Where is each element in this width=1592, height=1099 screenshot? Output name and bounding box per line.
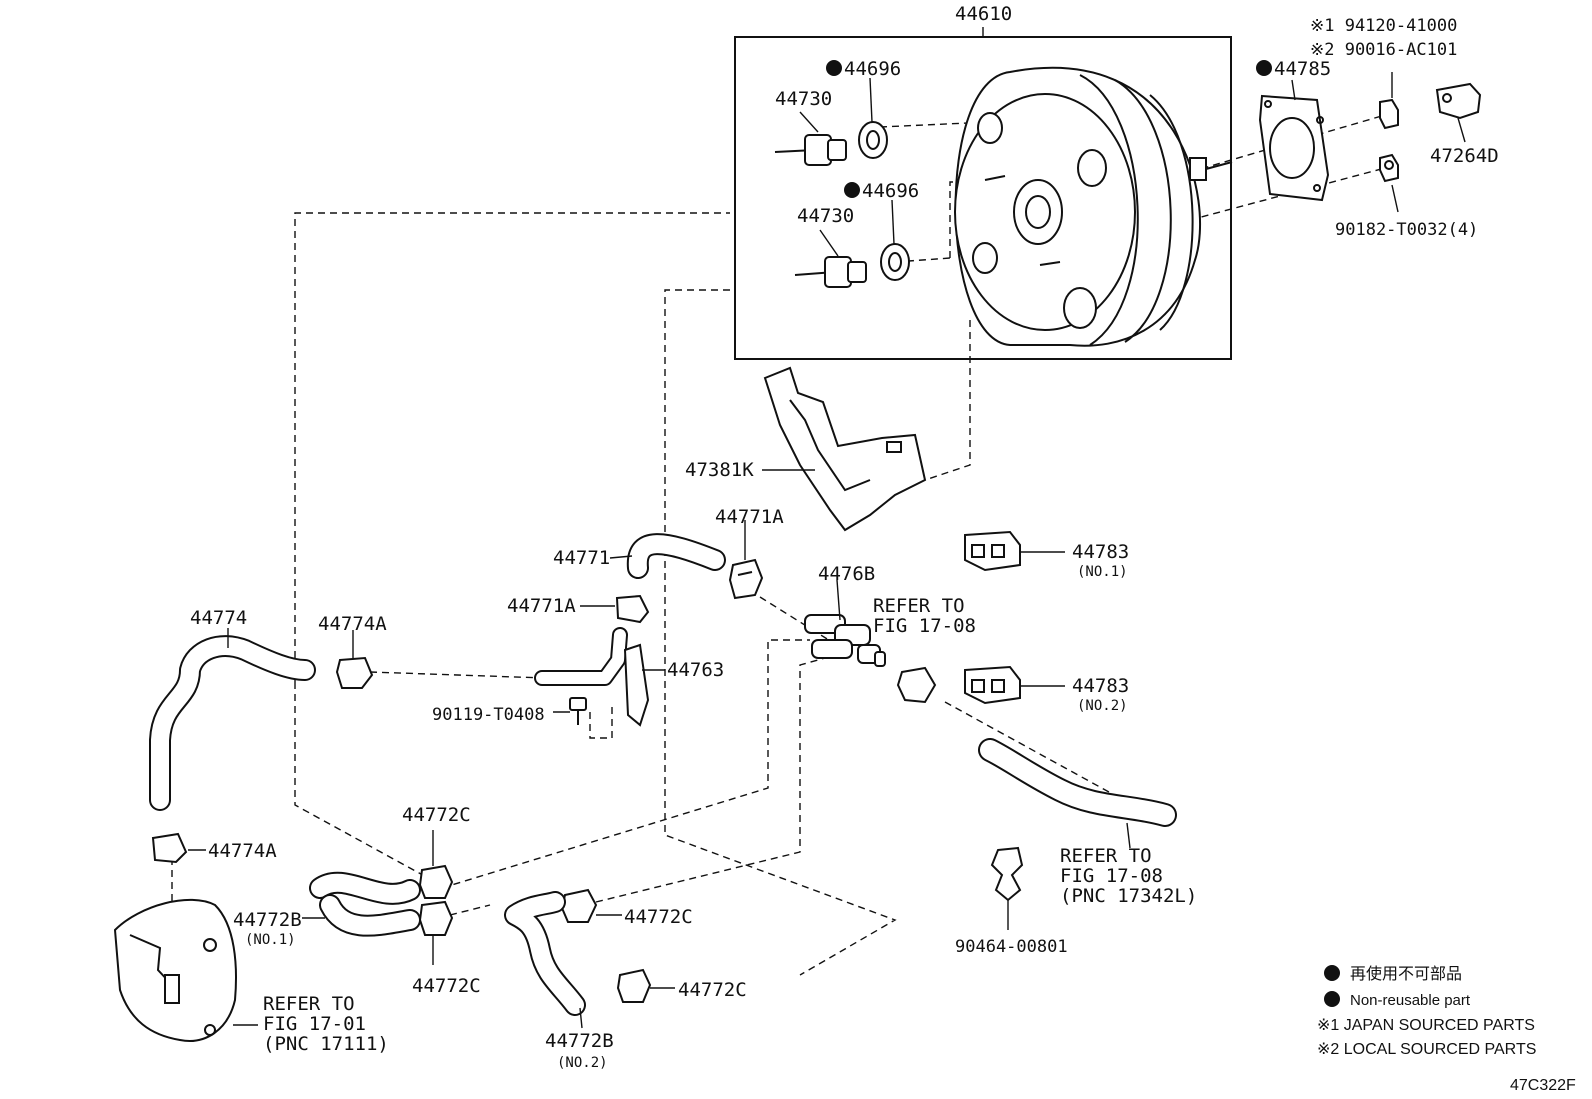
hose-44772b-no2[interactable] [504, 891, 586, 1016]
label-44772b-no1: 44772B [233, 909, 302, 931]
label-note2: ※2 90016-AC101 [1310, 40, 1457, 60]
pipe-44763[interactable] [534, 627, 650, 727]
clip-44774a-upper[interactable] [335, 656, 374, 689]
label-refer-1701-a: REFER TO [263, 993, 355, 1015]
clip-44774a-lower[interactable] [151, 832, 188, 864]
clip-90464[interactable] [990, 846, 1024, 902]
legend-jp-nonreusable: 再使用不可部品 [1350, 965, 1462, 983]
figure-code: 47C322F [1510, 1077, 1576, 1094]
label-refer-17342l-c: (PNC 17342L) [1060, 885, 1197, 907]
legend-nonreusable: Non-reusable part [1350, 992, 1471, 1009]
legend-japan-sourced: ※1 JAPAN SOURCED PARTS [1317, 1017, 1535, 1034]
clamp-44783-no1[interactable] [964, 530, 1021, 572]
labels: 44610 44730 44730 44696 44696 44785 ※1 9… [190, 3, 1499, 1071]
label-44763: 44763 [667, 659, 724, 681]
legend-local-sourced: ※2 LOCAL SOURCED PARTS [1317, 1041, 1536, 1058]
label-44730-lower: 44730 [797, 205, 854, 227]
union-fitting[interactable] [804, 614, 886, 667]
label-47381k: 47381K [685, 459, 754, 481]
label-44772c-c: 44772C [624, 906, 693, 928]
clip-44771a-left[interactable] [615, 594, 650, 624]
nonreusable-dot-44696-lower [844, 182, 860, 198]
label-44610: 44610 [955, 3, 1012, 25]
check-valve-upper[interactable] [774, 134, 847, 166]
label-44771a-left: 44771A [507, 595, 576, 617]
label-44783-no1: 44783 [1072, 541, 1129, 563]
clip-44772c-c[interactable] [560, 888, 598, 923]
legend-dot-jp [1324, 965, 1340, 981]
clip-44772c-b[interactable] [418, 900, 454, 936]
bolt[interactable] [569, 697, 587, 725]
clip-union[interactable] [896, 666, 937, 704]
hose-44774[interactable] [149, 635, 316, 811]
label-44772c-b: 44772C [412, 975, 481, 997]
assembly-lines [171, 114, 1386, 976]
label-44783-no2: 44783 [1072, 675, 1129, 697]
gasket[interactable] [1258, 94, 1330, 202]
nonreusable-dot-44696-upper [826, 60, 842, 76]
legend: 再使用不可部品 Non-reusable part ※1 JAPAN SOURC… [1317, 965, 1536, 1058]
label-44785: 44785 [1274, 58, 1331, 80]
hose-44771[interactable] [626, 533, 726, 579]
label-44772b-no2: 44772B [545, 1030, 614, 1052]
check-valve-lower[interactable] [794, 256, 867, 288]
label-44772b-no1-sub: (NO.1) [245, 932, 296, 948]
label-refer-17342l-a: REFER TO [1060, 845, 1152, 867]
label-44696-lower: 44696 [862, 180, 919, 202]
grommet-upper[interactable] [858, 121, 888, 159]
label-44771: 44771 [553, 547, 610, 569]
label-4476b: 4476B [818, 563, 875, 585]
label-44783-no1-sub: (NO.1) [1077, 564, 1128, 580]
label-refer-1701-c: (PNC 17111) [263, 1033, 389, 1055]
label-44783-no2-sub: (NO.2) [1077, 698, 1128, 714]
hose-44772b-no1[interactable] [309, 871, 421, 937]
nut-upper[interactable] [1379, 98, 1399, 130]
grommet-lower[interactable] [880, 243, 910, 281]
clevis[interactable] [1435, 82, 1482, 120]
brake-booster[interactable] [954, 66, 1233, 347]
label-44696-upper: 44696 [844, 58, 901, 80]
hose-17342l [978, 738, 1177, 827]
clip-44772c-d[interactable] [616, 968, 652, 1003]
label-refer-1708-a: REFER TO [873, 595, 965, 617]
label-47264d: 47264D [1430, 145, 1499, 167]
legend-dot-en [1324, 991, 1340, 1007]
clip-44772c-a[interactable] [418, 864, 454, 899]
nonreusable-dot-44785 [1256, 60, 1272, 76]
label-refer-1701-b: FIG 17-01 [263, 1013, 366, 1035]
label-44774a-lower: 44774A [208, 840, 277, 862]
label-90119: 90119-T0408 [432, 705, 545, 725]
clamp-44783-no2[interactable] [964, 665, 1021, 705]
label-90464: 90464-00801 [955, 937, 1068, 957]
label-44772c-a: 44772C [402, 804, 471, 826]
intake-manifold-part [113, 898, 237, 1042]
label-44774: 44774 [190, 607, 247, 629]
label-44771a-upper: 44771A [715, 506, 784, 528]
bracket[interactable] [763, 366, 927, 532]
label-44774a-upper: 44774A [318, 613, 387, 635]
label-90182: 90182-T0032(4) [1335, 220, 1478, 240]
label-44772c-d: 44772C [678, 979, 747, 1001]
nut-lower[interactable] [1379, 153, 1399, 183]
label-refer-1708-b: FIG 17-08 [873, 615, 976, 637]
label-note1: ※1 94120-41000 [1310, 16, 1457, 36]
label-refer-17342l-b: FIG 17-08 [1060, 865, 1163, 887]
label-44730-upper: 44730 [775, 88, 832, 110]
label-44772b-no2-sub: (NO.2) [557, 1055, 608, 1071]
clip-44771a-upper[interactable] [728, 558, 764, 600]
